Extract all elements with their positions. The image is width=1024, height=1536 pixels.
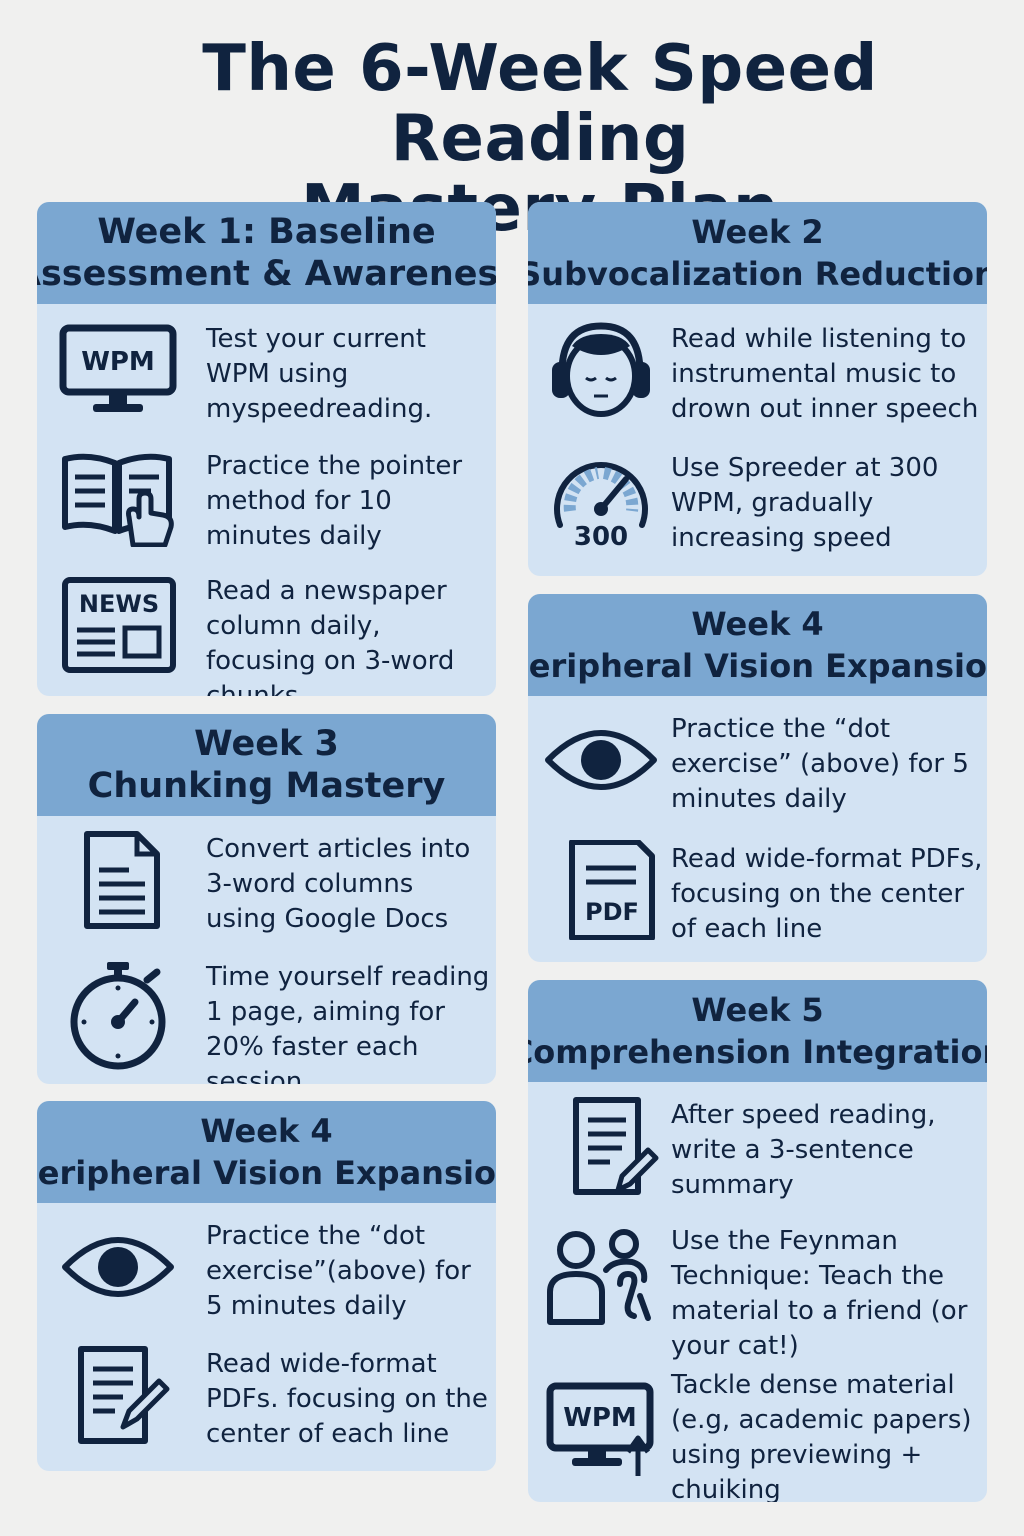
week-3-card: Week 3 Chunking Mastery Convert articles… <box>37 714 496 1084</box>
week-4-left-heading-line-1: Week 4 <box>200 1112 333 1150</box>
week-4-card-left: Week 4 Peripheral Vision Expansion Pract… <box>37 1101 496 1471</box>
week-5-heading-line-2: Comprehension Integration <box>528 1033 987 1071</box>
week-4-heading-left: Week 4 Peripheral Vision Expansion <box>37 1101 496 1203</box>
week-5-heading-line-1: Week 5 <box>691 991 824 1029</box>
week-1-heading-line-1: Week 1: Baseline <box>97 212 436 252</box>
week-2-heading-line-1: Week 2 <box>691 213 824 251</box>
week-4-right-item-1-text: Practice the “dot exercise” (above) for … <box>671 714 969 814</box>
week-3-heading-line-1: Week 3 <box>194 724 339 764</box>
newspaper-label: NEWS <box>79 590 159 618</box>
week-5-item-2-text: Use the Feynman Technique: Teach the mat… <box>671 1226 968 1361</box>
week-4-right-heading-line-1: Week 4 <box>691 605 824 643</box>
week-2-heading-line-2: Subvocalization Reduction <box>528 255 987 293</box>
week-4-right-item-2-text: Read wide-format PDFs, focusing on the c… <box>671 844 983 944</box>
eye-icon <box>542 710 660 810</box>
week-1-heading: Week 1: Baseline Assessment & Awareness <box>37 202 496 304</box>
week-5-heading: Week 5 Comprehension Integration <box>528 980 987 1082</box>
document-pen-icon <box>542 1096 660 1196</box>
stopwatch-icon <box>59 958 177 1074</box>
title-line-1: The 6-Week Speed Reading <box>202 32 878 176</box>
monitor-wpm-label: WPM <box>81 347 155 377</box>
week-3-item-2-text: Time yourself reading 1 page, aiming for… <box>206 962 490 1084</box>
people-teaching-icon <box>542 1226 660 1326</box>
newspaper-icon: NEWS <box>59 574 177 674</box>
headphones-person-icon <box>542 320 660 420</box>
week-4-left-item-2-text: Read wide-format PDFs. focusing on the c… <box>206 1349 488 1449</box>
pdf-document-icon: PDF <box>542 840 660 940</box>
week-4-heading-right: Week 4 Peripheral Vision Expansion <box>528 594 987 696</box>
week-5-card: Week 5 Comprehension Integration After s… <box>528 980 987 1502</box>
week-4-right-heading-line-2: Peripheral Vision Expansion <box>528 647 987 685</box>
week-4-left-heading-line-2: Peripheral Vision Expansion <box>37 1154 496 1192</box>
week-1-heading-line-2: Assessment & Awareness <box>37 254 496 294</box>
week-2-item-1-text: Read while listening to instrumental mus… <box>671 324 979 424</box>
week-1-item-1-text: Test your current WPM using myspeedreadi… <box>206 324 433 424</box>
week-5-item-1-text: After speed reading, write a 3-sentence … <box>671 1100 936 1200</box>
monitor-wpm-icon: WPM <box>59 320 177 420</box>
week-3-item-1-text: Convert articles into 3-word columns usi… <box>206 834 471 934</box>
book-pointer-icon <box>59 447 177 547</box>
week-1-item-3-text: Read a newspaper column daily, focusing … <box>206 576 455 696</box>
week-2-card: Week 2 Subvocalization Reduction Read wh… <box>528 202 987 576</box>
week-4-left-item-1-text: Practice the “dot exercise”(above) for 5… <box>206 1221 471 1321</box>
speedometer-label: 300 <box>574 522 628 549</box>
document-pen-icon <box>59 1345 177 1445</box>
week-4-card-right: Week 4 Peripheral Vision Expansion Pract… <box>528 594 987 962</box>
eye-icon <box>59 1217 177 1317</box>
monitor-wpm-up-label: WPM <box>563 1403 637 1433</box>
monitor-wpm-up-icon: WPM <box>542 1380 660 1480</box>
week-3-heading-line-2: Chunking Mastery <box>87 766 446 806</box>
week-1-card: Week 1: Baseline Assessment & Awareness … <box>37 202 496 696</box>
week-2-heading: Week 2 Subvocalization Reduction <box>528 202 987 304</box>
document-icon <box>59 830 177 930</box>
pdf-label: PDF <box>585 898 639 926</box>
week-2-item-2-text: Use Spreeder at 300 WPM, gradually incre… <box>671 453 939 553</box>
speedometer-icon: 300 <box>542 449 660 549</box>
week-1-item-2-text: Practice the pointer method for 10 minut… <box>206 451 463 551</box>
week-5-item-3-text: Tackle dense material (e.g, academic pap… <box>671 1370 972 1502</box>
week-3-heading: Week 3 Chunking Mastery <box>37 714 496 816</box>
